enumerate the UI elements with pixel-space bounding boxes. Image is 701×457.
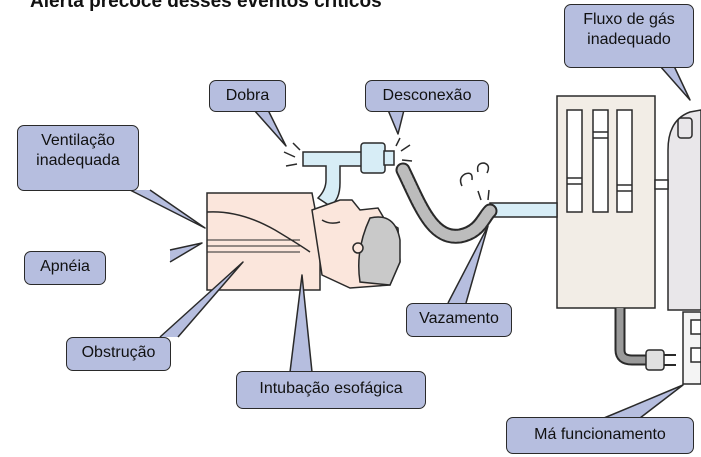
breathing-circuit-icon [395,162,498,244]
callout-ventilacao-line1: Ventilação [41,132,115,149]
disconnect-rays [395,137,413,162]
callout-ventilacao: Ventilação inadequada [17,125,139,191]
callout-obstrucao: Obstrução [66,337,171,371]
inspiratory-tube [489,202,558,218]
callout-desconexao-label: Desconexão [382,87,472,104]
callout-dobra: Dobra [209,80,286,112]
power-plug-icon [614,308,676,371]
callout-ventilacao-line2: inadequada [36,152,120,169]
callout-fluxo-line1: Fluxo de gás [583,11,675,28]
y-piece-connector [302,142,395,207]
callout-obstrucao-label: Obstrução [81,344,156,361]
patient-head-icon [311,199,401,289]
leak-puff-icon [459,162,490,201]
callout-apneia-label: Apnéia [40,258,90,275]
callout-vazamento-label: Vazamento [419,310,499,327]
gas-cylinder-icon [667,109,701,311]
callout-intubacao: Intubação esofágica [236,371,426,409]
callout-vazamento: Vazamento [406,303,512,337]
patient-body [206,192,321,291]
page-title: Alerta precoce desses eventos críticos [30,0,382,12]
callout-fluxo-de-gas: Fluxo de gás inadequado [564,4,694,68]
callout-intubacao-label: Intubação esofágica [259,380,403,397]
callout-pointers [129,65,691,419]
anesthesia-machine-icon [556,95,701,385]
callout-desconexao: Desconexão [365,80,489,112]
kink-rays [283,142,301,167]
callout-mal-funcionamento: Má funcionamento [506,417,694,454]
callout-dobra-label: Dobra [225,87,270,104]
callout-apneia: Apnéia [24,251,106,285]
callout-mal-funcionamento-label: Má funcionamento [534,426,666,443]
callout-fluxo-line2: inadequado [587,31,671,48]
